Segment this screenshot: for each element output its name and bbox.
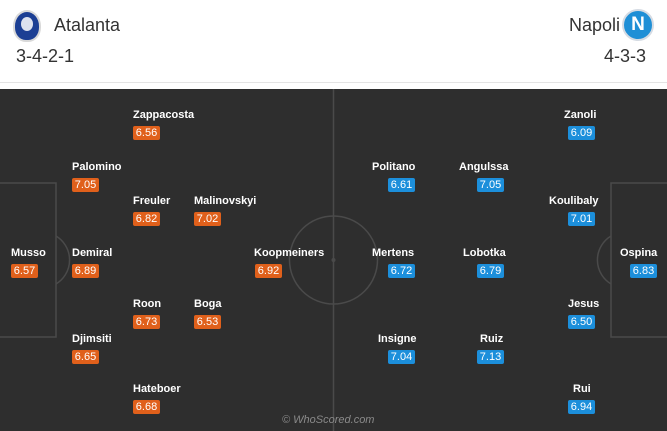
rating-badge: 6.09 bbox=[568, 126, 595, 140]
left-penalty-arc bbox=[55, 235, 71, 285]
right-penalty-arc bbox=[596, 235, 612, 285]
atalanta-crest-icon bbox=[13, 10, 41, 42]
player-home[interactable]: Palomino 7.05 bbox=[72, 161, 122, 192]
player-away[interactable]: Jesus 6.50 bbox=[568, 298, 600, 329]
rating-badge: 6.57 bbox=[11, 264, 38, 278]
center-spot bbox=[331, 258, 336, 262]
player-name: Djimsiti bbox=[72, 333, 112, 345]
player-name: Insigne bbox=[378, 333, 417, 345]
player-home[interactable]: Musso 6.57 bbox=[11, 247, 46, 278]
away-formation: 4-3-3 bbox=[604, 46, 647, 66]
rating-badge: 6.94 bbox=[568, 400, 595, 414]
away-team-name[interactable]: Napoli bbox=[569, 15, 621, 35]
player-name: Lobotka bbox=[463, 247, 506, 259]
rating-badge: 6.50 bbox=[568, 315, 595, 329]
player-away[interactable]: Lobotka 6.79 bbox=[463, 247, 506, 278]
rating-badge: 6.65 bbox=[72, 350, 99, 364]
player-name: Palomino bbox=[72, 161, 122, 173]
left-penalty-box bbox=[0, 182, 57, 338]
player-name: Freuler bbox=[133, 195, 171, 207]
player-name: Angulssa bbox=[459, 161, 509, 173]
rating-badge: 7.13 bbox=[477, 350, 504, 364]
home-formation: 3-4-2-1 bbox=[16, 46, 75, 66]
player-name: Zanoli bbox=[564, 109, 597, 121]
pitch-markings bbox=[0, 89, 667, 431]
player-away[interactable]: Insigne 7.04 bbox=[378, 333, 417, 364]
player-name: Malinovskyi bbox=[194, 195, 257, 207]
player-name: Rui bbox=[573, 383, 591, 395]
rating-badge: 6.61 bbox=[388, 178, 415, 192]
player-away[interactable]: Ruiz 7.13 bbox=[477, 333, 504, 364]
player-away[interactable]: Angulssa 7.05 bbox=[459, 161, 509, 192]
rating-badge: 6.92 bbox=[255, 264, 282, 278]
player-name: Roon bbox=[133, 298, 162, 310]
rating-badge: 6.82 bbox=[133, 212, 160, 226]
rating-badge: 6.56 bbox=[133, 126, 160, 140]
player-home[interactable]: Boga 6.53 bbox=[194, 298, 222, 329]
rating-badge: 6.89 bbox=[72, 264, 99, 278]
rating-badge: 6.72 bbox=[388, 264, 415, 278]
player-home[interactable]: Roon 6.73 bbox=[133, 298, 162, 329]
player-home[interactable]: Demiral 6.89 bbox=[72, 247, 113, 278]
player-name: Boga bbox=[194, 298, 222, 310]
player-name: Koopmeiners bbox=[254, 247, 325, 259]
player-home[interactable]: Djimsiti 6.65 bbox=[72, 333, 112, 364]
rating-badge: 7.01 bbox=[568, 212, 595, 226]
player-name: Hateboer bbox=[133, 383, 181, 395]
home-team-name[interactable]: Atalanta bbox=[54, 15, 121, 35]
player-name: Mertens bbox=[372, 247, 415, 259]
player-name: Jesus bbox=[568, 298, 600, 310]
player-home[interactable]: Malinovskyi 7.02 bbox=[194, 195, 257, 226]
rating-badge: 7.05 bbox=[477, 178, 504, 192]
whoscored-watermark: © WhoScored.com bbox=[282, 414, 375, 426]
match-header: Atalanta 3-4-2-1 Napoli N 4-3-3 bbox=[0, 0, 667, 83]
player-home[interactable]: Zappacosta 6.56 bbox=[133, 109, 195, 140]
center-circle bbox=[288, 215, 379, 305]
rating-badge: 6.79 bbox=[477, 264, 504, 278]
player-name: Politano bbox=[372, 161, 416, 173]
right-penalty-box bbox=[610, 182, 667, 338]
pitch: Musso 6.57 Palomino 7.05 Demiral 6.89 Dj… bbox=[0, 89, 667, 431]
rating-badge: 7.05 bbox=[72, 178, 99, 192]
player-name: Ruiz bbox=[480, 333, 504, 345]
rating-badge: 6.83 bbox=[630, 264, 657, 278]
rating-badge: 6.53 bbox=[194, 315, 221, 329]
player-away[interactable]: Ospina 6.83 bbox=[620, 247, 658, 278]
player-home[interactable]: Koopmeiners 6.92 bbox=[254, 247, 325, 278]
player-away[interactable]: Politano 6.61 bbox=[372, 161, 416, 192]
player-away[interactable]: Mertens 6.72 bbox=[372, 247, 415, 278]
napoli-crest-icon: N bbox=[622, 9, 654, 41]
player-name: Ospina bbox=[620, 247, 658, 259]
rating-badge: 6.73 bbox=[133, 315, 160, 329]
player-name: Musso bbox=[11, 247, 46, 259]
player-away[interactable]: Rui 6.94 bbox=[568, 383, 595, 414]
player-name: Demiral bbox=[72, 247, 113, 259]
rating-badge: 6.68 bbox=[133, 400, 160, 414]
rating-badge: 7.02 bbox=[194, 212, 221, 226]
player-name: Koulibaly bbox=[549, 195, 599, 207]
rating-badge: 7.04 bbox=[388, 350, 415, 364]
napoli-crest-letter: N bbox=[631, 14, 645, 35]
player-away[interactable]: Zanoli 6.09 bbox=[564, 109, 597, 140]
player-away[interactable]: Koulibaly 7.01 bbox=[549, 195, 599, 226]
player-name: Zappacosta bbox=[133, 109, 195, 121]
player-home[interactable]: Freuler 6.82 bbox=[133, 195, 171, 226]
player-home[interactable]: Hateboer 6.68 bbox=[133, 383, 181, 414]
